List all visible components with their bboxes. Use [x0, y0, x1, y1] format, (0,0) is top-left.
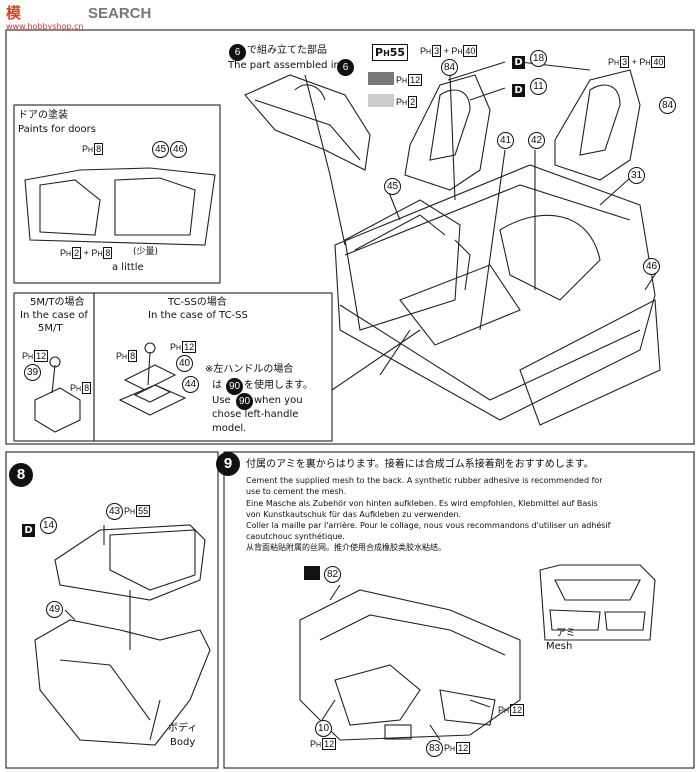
step9-text-de1: Eine Masche als Zubehör von hinten aufkl…: [246, 499, 598, 508]
door-title-jp: ドアの塗装: [18, 110, 68, 121]
swatch-dark: [368, 72, 394, 85]
mesh-en: Mesh: [546, 641, 573, 652]
glue-icon: [304, 566, 320, 580]
door-part-46: 46: [170, 141, 187, 158]
step9-text-fr2: caoutchouc synthétique.: [246, 532, 345, 541]
tc-note-part-90b: 90: [236, 393, 253, 410]
site-url: www.hobbyshop.cn: [6, 22, 84, 31]
tc-note-en4: model.: [212, 423, 247, 434]
door-part-45: 45: [152, 141, 169, 158]
step8-frame: [5, 451, 219, 769]
door-box: [13, 104, 221, 284]
tc-part-44: 44: [182, 376, 199, 393]
d18-label: D: [512, 50, 525, 69]
part-14: 14: [40, 517, 57, 534]
tc-note-jp-wa: は: [212, 380, 222, 391]
part-18: 18: [530, 50, 547, 67]
callout-jp: で組み立てた部品: [247, 45, 327, 56]
step-8-number: 8: [9, 463, 33, 487]
step9-text-jp: 付属のアミを裏からはります。接着には合成ゴム系接着剤をおすすめします。: [246, 459, 594, 470]
logo-glyph: 模: [6, 4, 22, 22]
step-9-number: 9: [216, 452, 240, 476]
tc-note-jp1: ※左ハンドルの場合: [205, 364, 294, 375]
mesh-jp: アミ: [556, 628, 576, 639]
front-bumper: [299, 589, 521, 741]
step9-text-cn: 从背面粘贴附属的丝网。推介使用合成橡胶类胶水粘结。: [246, 543, 446, 552]
tc-note-en-use: Use: [212, 395, 231, 406]
callout-part-6b: 6: [337, 59, 354, 76]
part-83: 83: [426, 740, 443, 757]
logo-text: SEARCH: [88, 5, 152, 22]
mesh-small: [384, 724, 412, 740]
part-82: 82: [324, 566, 341, 583]
rear-seat: [499, 214, 601, 301]
car-body: [34, 619, 211, 746]
step9-text-en2: use to cement the mesh.: [246, 487, 347, 496]
part-49: 49: [46, 601, 63, 618]
step9-text-en1: Cement the supplied mesh to the back. A …: [246, 476, 603, 485]
part-84-right: 84: [659, 97, 676, 114]
part-11: 11: [530, 78, 547, 95]
part-31: 31: [628, 167, 645, 184]
tc-note-en2: when you: [254, 395, 303, 406]
callout-en: The part assembled in: [228, 60, 340, 71]
mt-title-en2: 5M/T: [38, 323, 63, 334]
mt-title-en1: In the case of: [20, 310, 88, 321]
tc-title-jp: TC-SSの場合: [168, 297, 227, 308]
paint-ph55: PH55: [372, 44, 409, 61]
door-little-jp: (少量): [133, 247, 159, 257]
part-46: 46: [643, 258, 660, 275]
car-tub: [334, 164, 656, 421]
tc-title-en: In the case of TC-SS: [148, 310, 248, 321]
swatch-light: [368, 94, 394, 107]
seat-left: [404, 74, 491, 191]
part-42: 42: [528, 132, 545, 149]
part-41: 41: [497, 132, 514, 149]
step9-frame: [223, 451, 695, 769]
d14-label: D: [22, 518, 35, 537]
mt-part-39: 39: [24, 364, 41, 381]
callout-part-6: 6: [229, 44, 246, 61]
part-43: 43: [106, 503, 123, 520]
door-little-en: a little: [112, 262, 144, 273]
part-10: 10: [315, 720, 332, 737]
body-jp: ボディ: [168, 723, 198, 734]
tc-note-en3: chose left-handle: [212, 409, 299, 420]
seat-right: [554, 69, 641, 181]
mesh-inset: [539, 564, 656, 641]
part-45: 45: [384, 178, 401, 195]
tc-note-part-90: 90: [226, 378, 243, 395]
tc-part-40: 40: [176, 355, 193, 372]
step9-text-de2: von Kunstkautschuk für das Aufkleben zu …: [246, 510, 462, 519]
d11-label: D: [512, 78, 525, 97]
step7-frame: [5, 29, 695, 445]
body-en: Body: [170, 737, 196, 748]
dashboard-part: [244, 74, 371, 171]
tc-note-jp3: を使用します。: [244, 380, 313, 391]
step9-text-fr1: Coller la maille par l'arrière. Pour le …: [246, 521, 611, 530]
door-title-en: Paints for doors: [18, 124, 96, 135]
hood: [54, 524, 206, 601]
mt-title-jp: 5M/Tの場合: [30, 297, 85, 308]
part-84-left: 84: [441, 59, 458, 76]
